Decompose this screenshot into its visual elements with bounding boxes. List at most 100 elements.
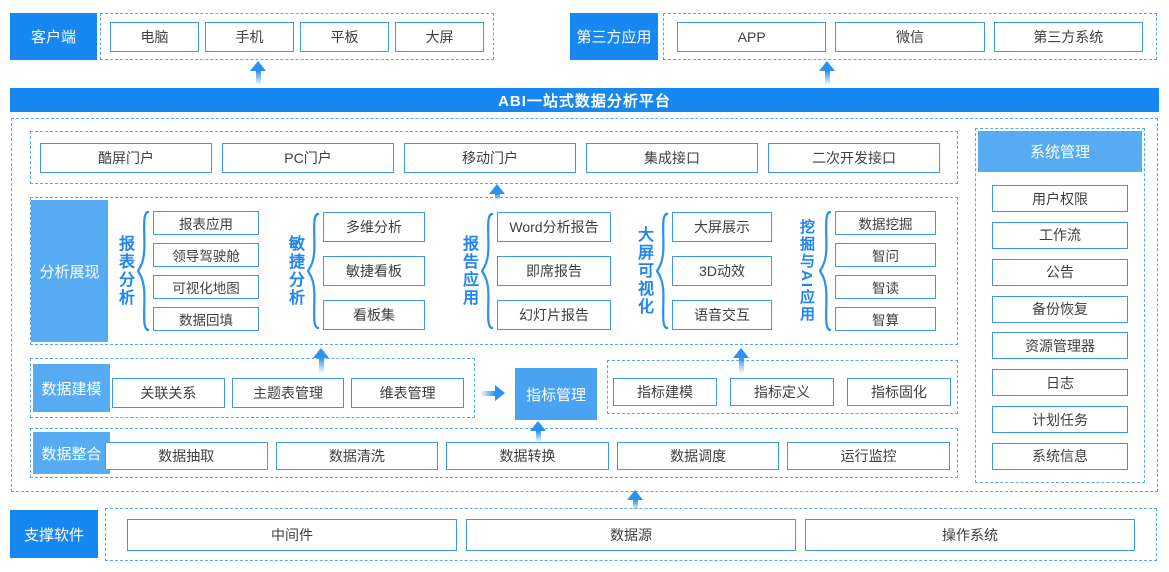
modeling-section-label: 数据建模 (33, 364, 110, 412)
system-items: 用户权限工作流公告备份恢复资源管理器日志计划任务系统信息 (992, 185, 1128, 470)
analysis-item-box: 即席报告 (497, 256, 611, 286)
analysis-item-box: 智问 (835, 243, 936, 267)
brace-icon (819, 210, 832, 332)
system-section-label: 系统管理 (978, 131, 1142, 172)
portal-item-box: 二次开发接口 (768, 142, 940, 173)
system-item-box: 系统信息 (992, 442, 1128, 470)
analysis-group-mining-ai: 挖掘与AI应用 数据挖掘智问智读智算 (797, 199, 936, 343)
group-items: 多维分析敏捷看板看板集 (323, 212, 425, 330)
analysis-item-box: Word分析报告 (497, 212, 611, 242)
system-item-box: 备份恢复 (992, 295, 1128, 323)
system-item-box: 日志 (992, 369, 1128, 397)
support-items: 中间件数据源操作系统 (105, 508, 1157, 561)
analysis-item-box: 报表应用 (153, 211, 259, 235)
portal-item-box: 移动门户 (404, 142, 576, 173)
support-item-box: 操作系统 (805, 518, 1135, 551)
analysis-item-box: 看板集 (323, 300, 425, 330)
client-item-box: 大屏 (395, 21, 484, 52)
group-caption: 报表分析 (116, 235, 133, 307)
analysis-item-box: 数据挖掘 (835, 211, 936, 235)
portal-items: 酷屏门户 PC门户移动门户集成接口二次开发接口 (30, 131, 958, 184)
platform-banner: ABI一站式数据分析平台 (10, 88, 1159, 112)
integration-item-box: 数据抽取 (105, 442, 268, 470)
group-caption: 挖掘与AI应用 (798, 219, 815, 323)
brace-icon (656, 212, 669, 330)
analysis-section-box (30, 197, 958, 345)
support-row-box (105, 508, 1157, 561)
up-arrow-icon (250, 61, 266, 85)
analysis-item-box: 多维分析 (323, 212, 425, 242)
analysis-item-box: 智算 (835, 307, 936, 331)
up-arrow-icon (530, 421, 546, 442)
analysis-section-label: 分析展现 (31, 200, 108, 342)
analysis-group-report: 报表分析 报表应用领导驾驶舱可视化地图数据回填 (115, 199, 259, 343)
integration-section-label: 数据整合 (33, 432, 110, 474)
system-item-box: 计划任务 (992, 406, 1128, 434)
group-items: 数据挖掘智问智读智算 (835, 211, 936, 331)
indicator-management-box: 指标管理 (515, 368, 597, 420)
support-item-box: 中间件 (127, 518, 457, 551)
analysis-item-box: 敏捷看板 (323, 256, 425, 286)
group-caption: 大屏可视化 (635, 226, 652, 316)
integration-item-box: 数据调度 (616, 442, 780, 470)
third-party-item-box: 微信 (835, 21, 985, 52)
modeling-row-box (30, 358, 475, 418)
system-panel-box (975, 128, 1145, 483)
support-section-label: 支撑软件 (10, 510, 98, 558)
up-arrow-icon (489, 184, 505, 200)
third-party-item-box: APP (677, 21, 827, 52)
modeling-item-box: 主题表管理 (231, 378, 345, 408)
modeling-item-box: 关联关系 (112, 378, 225, 408)
group-items: 报表应用领导驾驶舱可视化地图数据回填 (153, 211, 259, 331)
group-caption: 敏捷分析 (286, 235, 303, 307)
analysis-group-reporting: 报告应用 Word分析报告即席报告幻灯片报告 (459, 199, 611, 343)
analysis-item-box: 智读 (835, 275, 936, 299)
indicator-item-box: 指标固化 (847, 378, 951, 406)
client-items: 电脑手机平板大屏 (100, 13, 494, 60)
portal-item-box: 集成接口 (586, 142, 758, 173)
group-items: 大屏展示 3D动效语音交互 (672, 212, 772, 330)
up-arrow-icon (819, 61, 835, 85)
analysis-item-box: 大屏展示 (672, 212, 772, 242)
analysis-item-box: 领导驾驶舱 (153, 243, 259, 267)
client-section-label: 客户端 (10, 13, 97, 60)
brace-icon (307, 212, 320, 330)
analysis-item-box: 3D动效 (672, 256, 772, 286)
integration-item-box: 运行监控 (787, 442, 950, 470)
portal-item-box: 酷屏门户 (40, 142, 212, 173)
portal-item-box: PC门户 (222, 142, 394, 173)
third-party-section-label: 第三方应用 (570, 13, 658, 60)
modeling-items: 关联关系主题表管理维表管理 (112, 378, 465, 408)
portal-row-box (30, 131, 958, 184)
third-party-group-box (663, 13, 1157, 60)
modeling-item-box: 维表管理 (351, 378, 465, 408)
right-arrow-icon (481, 385, 505, 401)
group-caption: 报告应用 (460, 235, 477, 307)
indicator-items: 指标建模指标定义指标固化 (613, 378, 951, 406)
analysis-item-box: 数据回填 (153, 307, 259, 331)
system-item-box: 公告 (992, 258, 1128, 286)
integration-item-box: 数据清洗 (275, 442, 439, 470)
brace-icon (137, 210, 150, 332)
analysis-group-bigscreen: 大屏可视化 大屏展示 3D动效语音交互 (634, 199, 772, 343)
client-item-box: 电脑 (110, 21, 199, 52)
client-item-box: 平板 (300, 21, 389, 52)
client-group-box (100, 13, 494, 60)
third-party-item-box: 第三方系统 (993, 21, 1143, 52)
analysis-group-agile: 敏捷分析 多维分析敏捷看板看板集 (285, 199, 425, 343)
support-item-box: 数据源 (466, 518, 796, 551)
analysis-item-box: 可视化地图 (153, 275, 259, 299)
up-arrow-icon (733, 348, 749, 373)
integration-items: 数据抽取数据清洗数据转换数据调度运行监控 (105, 442, 950, 470)
indicator-row-box (607, 360, 958, 414)
analysis-item-box: 幻灯片报告 (497, 300, 611, 330)
indicator-item-box: 指标定义 (730, 378, 834, 406)
analysis-item-box: 语音交互 (672, 300, 772, 330)
indicator-item-box: 指标建模 (613, 378, 717, 406)
client-item-box: 手机 (205, 21, 294, 52)
system-item-box: 工作流 (992, 221, 1128, 249)
group-items: Word分析报告即席报告幻灯片报告 (497, 212, 611, 330)
integration-item-box: 数据转换 (446, 442, 609, 470)
brace-icon (481, 212, 494, 330)
